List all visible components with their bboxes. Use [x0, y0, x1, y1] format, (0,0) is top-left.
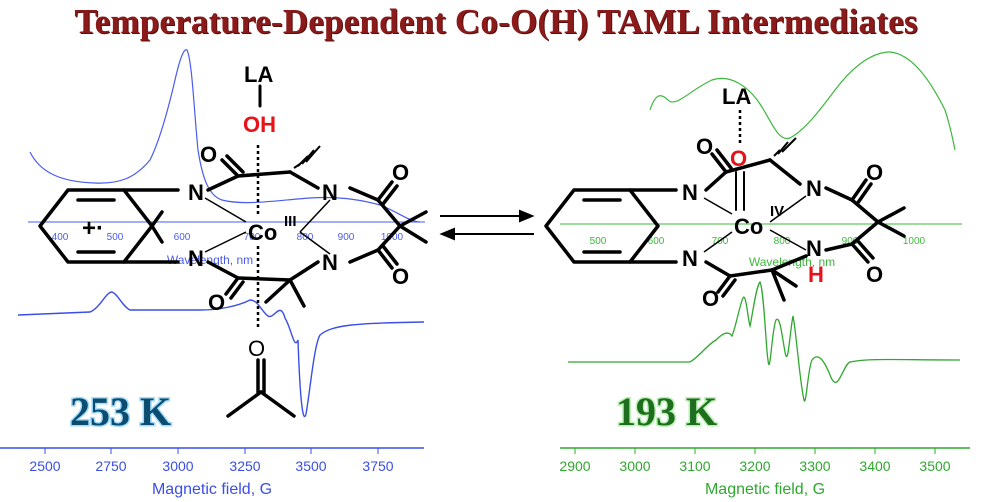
right-hash-wedge — [773, 137, 797, 157]
left-uv-tick: 700 — [244, 232, 261, 243]
left-o4-label: O — [208, 290, 225, 315]
right-metal-label: Co — [734, 214, 763, 239]
left-x-tick: 2750 — [95, 458, 126, 474]
right-uvvis-ticks: 500 600 700 800 900 1000 — [590, 236, 926, 247]
left-uvvis-trace — [29, 49, 421, 223]
left-hydroxo-label: OH — [243, 112, 276, 137]
right-x-tick: 2900 — [559, 458, 590, 474]
right-o4-label: O — [702, 286, 719, 311]
right-epr-ticks: 2900 3000 3100 3200 3300 3400 3500 — [559, 458, 950, 474]
right-uv-tick: 500 — [590, 236, 607, 247]
left-uv-tick: 400 — [52, 232, 69, 243]
right-la-label: LA — [722, 84, 751, 109]
left-la-label: LA — [244, 62, 273, 87]
left-o1-label: O — [200, 142, 217, 167]
left-acetone-o-label: O — [248, 336, 265, 361]
right-panel: 500 600 700 800 900 1000 Wavelength, nm … — [544, 51, 970, 498]
right-x-tick: 3400 — [859, 458, 890, 474]
left-uv-tick: 800 — [297, 232, 314, 243]
figure-title: Temperature-Dependent Co-O(H) TAML Inter… — [74, 2, 918, 41]
right-temperature-label: 193 K — [616, 389, 717, 434]
left-x-tick: 3250 — [229, 458, 260, 474]
left-n2-label: N — [188, 246, 204, 271]
right-uv-tick: 700 — [712, 236, 729, 247]
left-n3-label: N — [322, 180, 338, 205]
left-hash-wedge — [293, 145, 321, 169]
right-uv-tick: 1000 — [903, 236, 926, 247]
left-uv-tick: 1000 — [381, 232, 404, 243]
right-uvvis-trace — [649, 51, 956, 151]
left-uv-tick: 600 — [174, 232, 191, 243]
left-o3-label: O — [392, 264, 409, 289]
right-n2-label: N — [682, 246, 698, 271]
left-x-tick: 3000 — [162, 458, 193, 474]
right-uv-tick: 800 — [774, 236, 791, 247]
right-oxo-label: O — [730, 146, 747, 171]
left-x-tick: 3500 — [295, 458, 326, 474]
left-x-tick: 3750 — [362, 458, 393, 474]
left-n4-label: N — [322, 250, 338, 275]
right-x-tick: 3100 — [679, 458, 710, 474]
equilibrium-arrows — [439, 209, 535, 241]
right-co-n-bonds — [703, 195, 807, 253]
left-uvvis-ticks: 400 500 600 700 800 900 1000 — [52, 232, 404, 243]
right-hydrogen-label: H — [808, 262, 824, 287]
left-temperature-label: 253 K — [70, 389, 171, 434]
left-uvvis-label: Wavelength, nm — [167, 253, 253, 267]
left-x-axis-label: Magnetic field, G — [152, 481, 272, 498]
left-n1-label: N — [188, 180, 204, 205]
right-epr-tickmarks — [574, 448, 936, 454]
left-epr-trace — [17, 291, 425, 417]
right-x-axis-label: Magnetic field, G — [705, 481, 825, 498]
right-x-tick: 3300 — [799, 458, 830, 474]
right-oxidation-label: IV — [770, 203, 784, 220]
left-panel: 400 500 600 700 800 900 1000 Wavelength,… — [0, 49, 428, 498]
right-o1-label: O — [696, 134, 713, 159]
left-metal-label: Co — [248, 220, 277, 245]
right-x-tick: 3500 — [919, 458, 950, 474]
right-uv-tick: 900 — [842, 236, 859, 247]
right-x-tick: 3200 — [739, 458, 770, 474]
right-o2-label: O — [866, 160, 883, 185]
left-o2-label: O — [392, 160, 409, 185]
left-uv-tick: 900 — [338, 232, 355, 243]
left-epr-ticks: 2500 2750 3000 3250 3500 3750 — [29, 458, 393, 474]
right-uv-tick: 600 — [648, 236, 665, 247]
left-epr-tickmarks — [44, 448, 379, 454]
left-oxidation-label: III — [284, 213, 297, 230]
left-co-n-bonds — [204, 197, 331, 255]
right-x-tick: 3000 — [619, 458, 650, 474]
left-molecule — [38, 84, 428, 418]
right-n4-label: N — [806, 236, 822, 261]
left-uv-tick: 500 — [107, 232, 124, 243]
right-o3-label: O — [866, 262, 883, 287]
right-n3-label: N — [806, 176, 822, 201]
left-x-tick: 2500 — [29, 458, 60, 474]
right-molecule — [544, 148, 906, 302]
right-n1-label: N — [682, 180, 698, 205]
left-radical-label: +· — [82, 215, 104, 242]
right-epr-trace — [568, 280, 961, 402]
